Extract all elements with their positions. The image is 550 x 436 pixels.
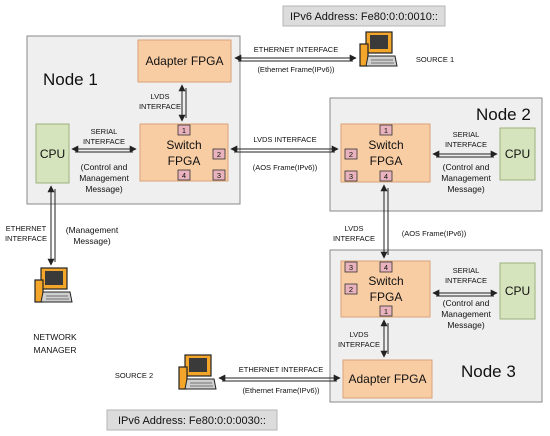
label-management-1: Management	[79, 173, 129, 183]
port-4	[379, 261, 393, 273]
node-1-title: Node 1	[43, 70, 98, 89]
label-interface-bottom: INTERFACE	[338, 340, 380, 349]
adapter-fpga-node3-label: Adapter FPGA	[348, 372, 426, 386]
computer-source2-icon	[178, 354, 217, 390]
source-1-label: SOURCE 1	[416, 55, 454, 64]
node-3-title: Node 3	[461, 362, 516, 381]
cpu-node1-label: CPU	[40, 147, 65, 161]
label-message-1: Message)	[85, 184, 122, 194]
label-serial-1: SERIAL	[91, 127, 118, 136]
port-3-label: 3	[217, 171, 221, 180]
switch-fpga-node3-label-1: Switch	[368, 274, 403, 288]
port-4-label: 4	[182, 171, 186, 180]
label-interface-top: INTERFACE	[139, 102, 181, 111]
network-label: NETWORK	[33, 332, 77, 342]
switch-fpga-node1: Switch FPGA 1 2 4 3	[139, 123, 229, 182]
switch-fpga-node3: Switch FPGA 3 4 2 1	[340, 260, 431, 318]
adapter-fpga-node3: Adapter FPGA	[342, 359, 433, 399]
port-1-label: 1	[384, 126, 388, 135]
computer-network-manager-icon	[34, 267, 73, 303]
adapter-fpga-node1-label: Adapter FPGA	[145, 54, 223, 68]
port-1-label: 1	[182, 126, 186, 135]
cpu-node3-label: CPU	[505, 284, 530, 298]
port-3	[344, 170, 358, 182]
port-1	[379, 305, 393, 317]
ipv6-address-bottom: IPv6 Address: Fe80:0:0:0030::	[106, 409, 278, 431]
label-ethernet-left: ETHERNET	[6, 224, 47, 233]
source-2-label: SOURCE 2	[115, 371, 153, 380]
label-ethernet-frame-top: (Ethernet Frame(IPv6))	[257, 65, 335, 74]
port-1-label: 1	[384, 307, 388, 316]
label-interface-3: INTERFACE	[445, 276, 487, 285]
port-4	[379, 170, 393, 182]
label-control-2: (Control and	[443, 162, 490, 172]
label-interface-1: INTERFACE	[83, 137, 125, 146]
port-4-label: 4	[384, 263, 388, 272]
node-2-title: Node 2	[476, 105, 531, 124]
ipv6-address-top-text: IPv6 Address: Fe80:0:0:0010::	[290, 11, 438, 23]
computer-source1-icon	[359, 31, 398, 67]
manager-label: MANAGER	[34, 345, 77, 355]
port-2	[212, 148, 226, 160]
label-control-1: (Control and	[81, 162, 128, 172]
label-aos-frame-vert: (AOS Frame(IPv6))	[402, 229, 467, 238]
label-serial-2: SERIAL	[453, 130, 480, 139]
port-2-label: 2	[349, 285, 353, 294]
port-2	[344, 148, 358, 160]
port-1	[177, 124, 191, 136]
port-3	[344, 261, 358, 273]
ipv6-address-top: IPv6 Address: Fe80:0:0:0010::	[282, 5, 446, 27]
label-ethernet-frame-bottom: (Ethernet Frame(IPv6))	[242, 386, 320, 395]
port-2-label: 2	[349, 150, 353, 159]
switch-fpga-node2-label-2: FPGA	[370, 154, 403, 168]
label-lvds-top: LVDS	[150, 92, 169, 101]
switch-fpga-node2-label-1: Switch	[368, 138, 403, 152]
cpu-node2: CPU	[499, 127, 536, 181]
port-2-label: 2	[217, 150, 221, 159]
label-aos-frame-mid: (AOS Frame(IPv6))	[253, 163, 318, 172]
label-lvds-vert: LVDS	[344, 224, 363, 233]
port-3-label: 3	[349, 263, 353, 272]
label-management-left: (Management	[66, 225, 119, 235]
label-management-3: Management	[441, 309, 491, 319]
label-interface-vert: INTERFACE	[333, 234, 375, 243]
label-lvds-bottom: LVDS	[349, 330, 368, 339]
label-lvds-interface-mid: LVDS INTERFACE	[253, 135, 316, 144]
label-control-3: (Control and	[443, 298, 490, 308]
label-interface-left: INTERFACE	[5, 234, 47, 243]
cpu-node3: CPU	[499, 262, 536, 320]
port-4	[177, 169, 191, 181]
switch-fpga-node1-label-1: Switch	[166, 138, 201, 152]
label-management-2: Management	[441, 173, 491, 183]
cpu-node1: CPU	[35, 123, 70, 184]
switch-fpga-node2: Switch FPGA 1 2 3 4	[340, 123, 431, 183]
port-3-label: 3	[349, 172, 353, 181]
port-1	[379, 124, 393, 136]
label-interface-2: INTERFACE	[445, 140, 487, 149]
switch-fpga-node1-label-2: FPGA	[168, 154, 201, 168]
label-message-2: Message)	[447, 184, 484, 194]
port-2	[344, 283, 358, 295]
cpu-node2-label: CPU	[505, 147, 530, 161]
label-ethernet-interface-bottom: ETHERNET INTERFACE	[239, 365, 323, 374]
switch-fpga-node3-label-2: FPGA	[370, 290, 403, 304]
adapter-fpga-node1: Adapter FPGA	[137, 39, 232, 83]
label-serial-3: SERIAL	[453, 266, 480, 275]
label-message-3: Message)	[447, 320, 484, 330]
port-3	[212, 169, 226, 181]
port-4-label: 4	[384, 172, 388, 181]
label-ethernet-interface-top: ETHERNET INTERFACE	[254, 45, 338, 54]
ipv6-address-bottom-text: IPv6 Address: Fe80:0:0:0030::	[118, 415, 266, 427]
label-message-left: Message)	[73, 236, 110, 246]
